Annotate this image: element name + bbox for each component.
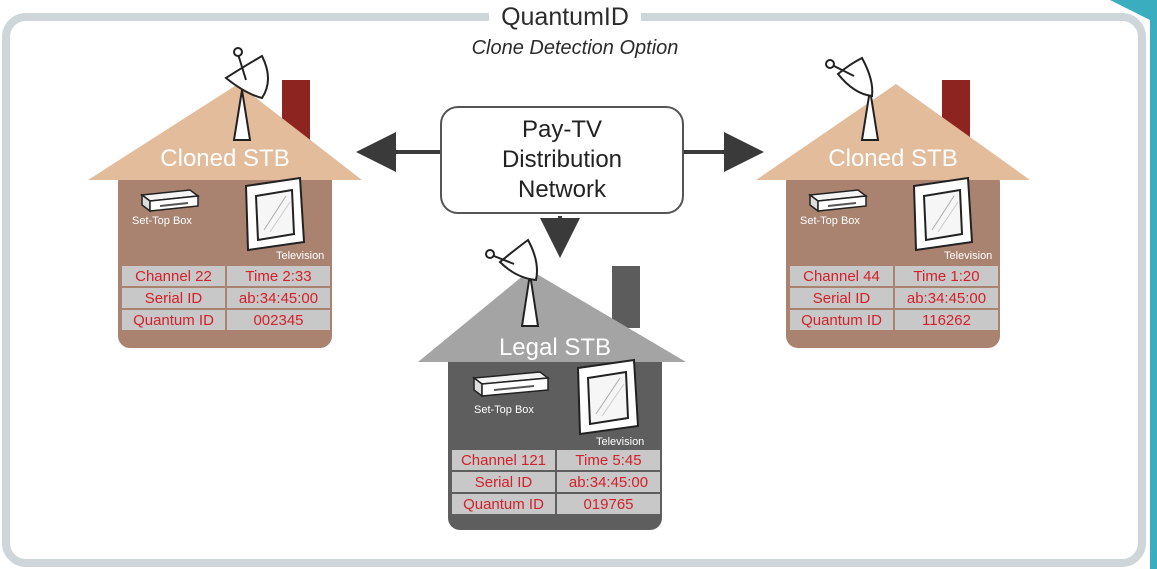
distribution-network-box: Pay-TV Distribution Network — [440, 106, 684, 214]
stb-label-center: Set-Top Box — [474, 404, 534, 416]
table-row: Quantum ID 019765 — [452, 494, 660, 514]
table-cell: Time 1:20 — [895, 266, 998, 286]
page-subtitle: Clone Detection Option — [471, 37, 679, 59]
table-cell: Time 5:45 — [557, 450, 660, 470]
tv-label-center: Television — [596, 436, 645, 448]
television-icon — [576, 358, 640, 436]
table-cell: Serial ID — [452, 472, 555, 492]
set-top-box-icon — [471, 371, 551, 398]
table-cell: Quantum ID — [790, 310, 893, 330]
table-row: Channel 22 Time 2:33 — [122, 266, 330, 286]
house-left — [88, 47, 362, 348]
table-cell: 116262 — [895, 310, 998, 330]
table-cell: ab:34:45:00 — [895, 288, 998, 308]
tv-label-left: Television — [276, 250, 325, 262]
title-text: QuantumID — [489, 3, 641, 31]
stb-label-right: Set-Top Box — [800, 215, 860, 227]
page-title: QuantumID — [0, 3, 1130, 32]
table-cell: ab:34:45:00 — [227, 288, 330, 308]
table-cell: Quantum ID — [452, 494, 555, 514]
house-label-left: Cloned STB — [160, 145, 290, 172]
antenna-icon — [825, 56, 880, 141]
network-line-2: Distribution — [501, 146, 623, 173]
network-line-1: Pay-TV — [521, 116, 602, 143]
table-row: Serial ID ab:34:45:00 — [452, 472, 660, 492]
tv-label-right: Television — [944, 250, 993, 262]
table-cell: 019765 — [557, 494, 660, 514]
set-top-box-icon — [140, 189, 200, 213]
table-row: Quantum ID 002345 — [122, 310, 330, 330]
accent-stripe — [1110, 0, 1157, 569]
table-row: Serial ID ab:34:45:00 — [122, 288, 330, 308]
info-table-right: Channel 44 Time 1:20 Serial ID ab:34:45:… — [788, 264, 1000, 332]
table-row: Channel 121 Time 5:45 — [452, 450, 660, 470]
table-row: Quantum ID 116262 — [790, 310, 998, 330]
table-cell: Time 2:33 — [227, 266, 330, 286]
television-icon — [912, 176, 974, 252]
set-top-box-icon — [808, 189, 868, 213]
table-row: Serial ID ab:34:45:00 — [790, 288, 998, 308]
stb-label-left: Set-Top Box — [132, 215, 192, 227]
info-table-left: Channel 22 Time 2:33 Serial ID ab:34:45:… — [120, 264, 332, 332]
info-table-center: Channel 121 Time 5:45 Serial ID ab:34:45… — [450, 448, 662, 516]
antenna-icon — [224, 47, 269, 141]
table-cell: 002345 — [227, 310, 330, 330]
table-cell: Serial ID — [790, 288, 893, 308]
table-row: Channel 44 Time 1:20 — [790, 266, 998, 286]
table-cell: Quantum ID — [122, 310, 225, 330]
house-label-center: Legal STB — [498, 334, 612, 361]
table-cell: Channel 22 — [122, 266, 225, 286]
television-icon — [244, 176, 306, 252]
house-label-right: Cloned STB — [828, 145, 958, 172]
table-cell: ab:34:45:00 — [557, 472, 660, 492]
table-cell: Channel 121 — [452, 450, 555, 470]
house-roof — [418, 270, 686, 362]
chimney — [612, 266, 640, 328]
house-roof — [756, 84, 1030, 180]
house-roof — [88, 84, 362, 180]
table-cell: Serial ID — [122, 288, 225, 308]
antenna-icon — [485, 238, 540, 327]
table-cell: Channel 44 — [790, 266, 893, 286]
network-line-3: Network — [517, 176, 607, 203]
